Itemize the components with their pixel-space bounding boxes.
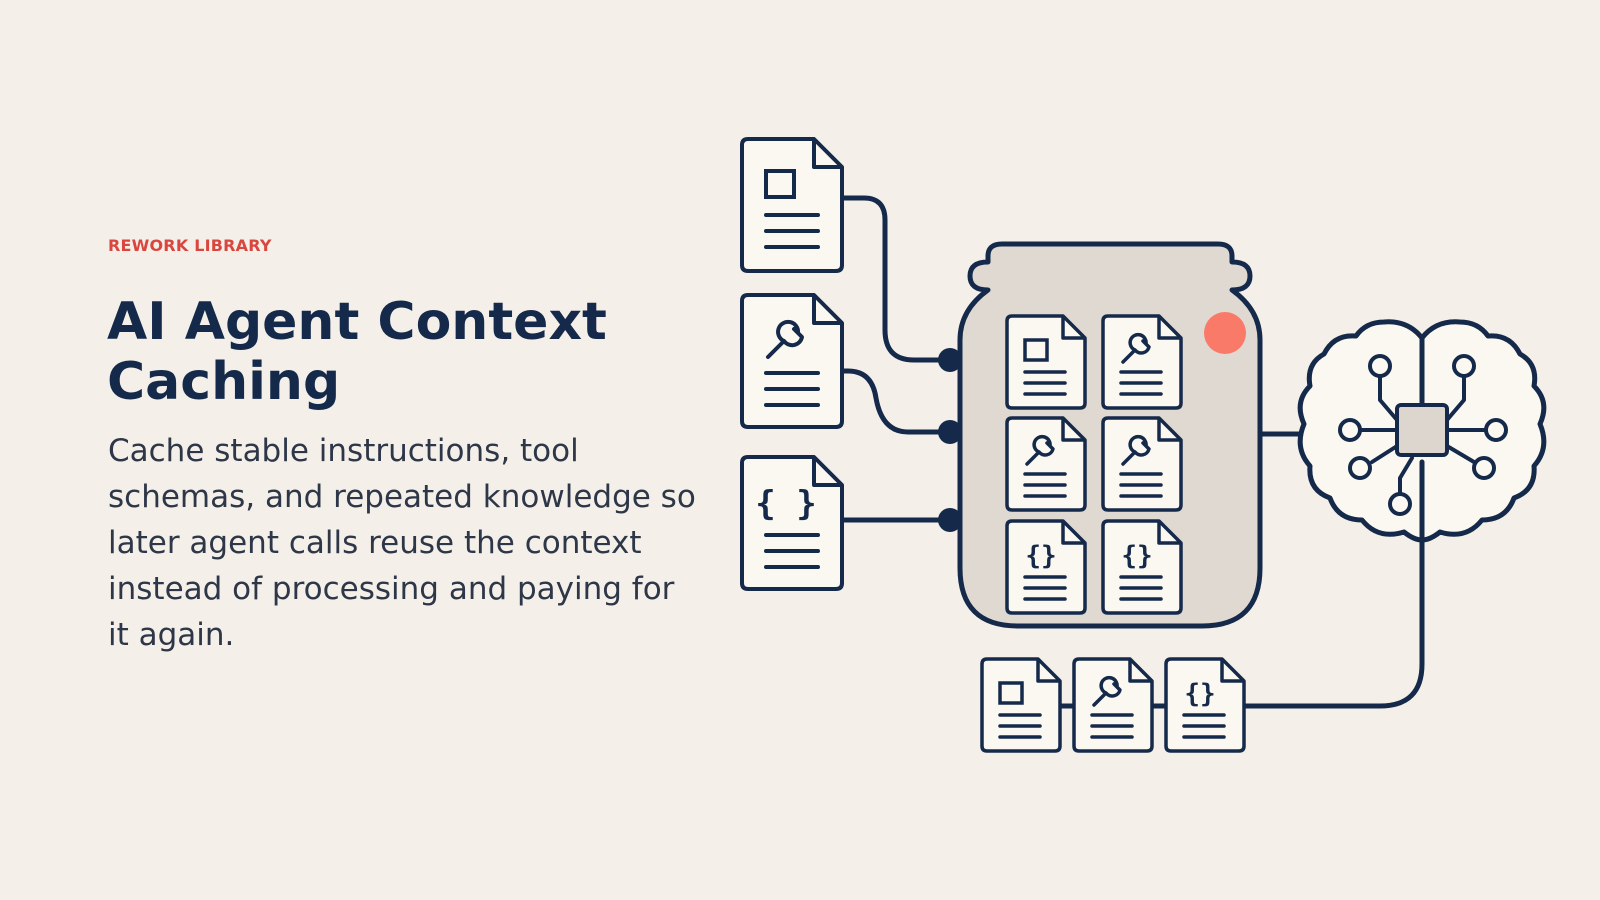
connector-node (938, 420, 962, 444)
source-connectors (823, 195, 953, 523)
connector-node (938, 348, 962, 372)
code-document-icon (1005, 519, 1087, 615)
wrench-document-icon (1072, 657, 1154, 753)
status-dot (1204, 312, 1246, 354)
brain-icon (1297, 319, 1547, 543)
page-title: AI Agent Context Caching (107, 292, 607, 412)
eyebrow-label: REWORK LIBRARY (108, 236, 272, 255)
wrench-document-icon (1005, 416, 1087, 512)
code-document-icon (740, 455, 844, 591)
connector-node (938, 508, 962, 532)
image-document-icon (1005, 314, 1087, 410)
wrench-document-icon (1101, 416, 1183, 512)
image-document-icon (980, 657, 1062, 753)
wrench-document-icon (1101, 314, 1183, 410)
description: Cache stable instructions, tool schemas,… (108, 433, 696, 653)
code-document-icon (1101, 519, 1183, 615)
code-document-icon (1164, 657, 1246, 753)
image-document-icon (740, 137, 844, 273)
wrench-document-icon (740, 293, 844, 429)
